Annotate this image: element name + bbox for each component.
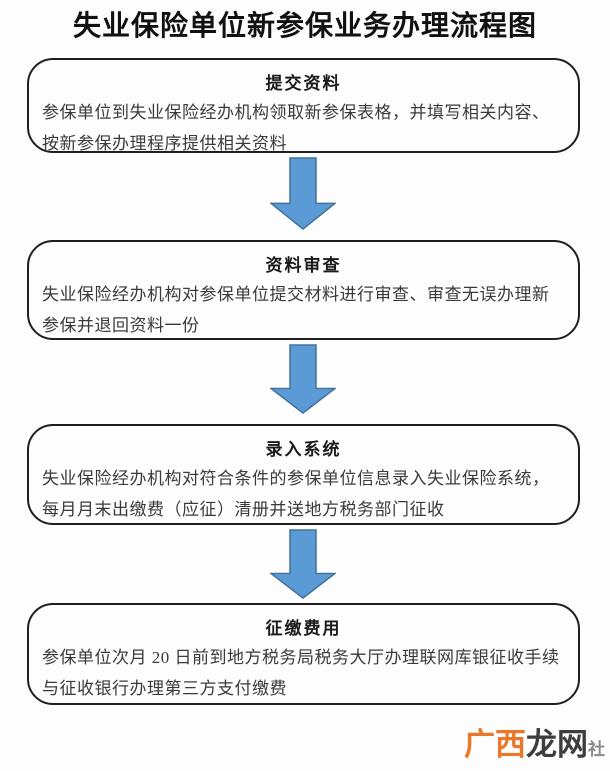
step-description: 参保单位次月 20 日前到地方税务局税务大厅办理联网库银征收手续与征收银行办理第… [42, 648, 560, 698]
step-title: 资料审查 [265, 256, 342, 275]
step-title: 征缴费用 [265, 619, 342, 638]
flow-step-submit-materials: 提交资料 参保单位到失业保险经办机构领取新参保表格，并填写相关内容、按新参保办理… [27, 58, 580, 153]
down-arrow-shape [270, 529, 336, 599]
watermark-logo: 广西龙网社 [464, 727, 605, 769]
flow-step-material-review: 资料审查 失业保险经办机构对参保单位提交材料进行审查、审查无误办理新参保并退回资… [27, 240, 580, 340]
watermark-text-dark: 龙网 [526, 727, 588, 762]
flow-step-fee-collection: 征缴费用 参保单位次月 20 日前到地方税务局税务大厅办理联网库银征收手续与征收… [27, 603, 580, 705]
down-arrow-icon [270, 529, 336, 599]
down-arrow-icon [270, 157, 336, 230]
step-description: 失业保险经办机构对符合条件的参保单位信息录入失业保险系统，每月月末出缴费（应征）… [42, 469, 550, 519]
down-arrow-shape [270, 344, 336, 414]
watermark-text-small: 社 [588, 740, 605, 759]
watermark-text-orange: 广西 [464, 727, 526, 762]
step-title: 录入系统 [265, 440, 342, 459]
step-description: 参保单位到失业保险经办机构领取新参保表格，并填写相关内容、按新参保办理程序提供相… [42, 103, 550, 153]
step-title: 提交资料 [265, 74, 342, 93]
down-arrow-shape [270, 157, 336, 230]
down-arrow-icon [270, 344, 336, 414]
step-description: 失业保险经办机构对参保单位提交材料进行审查、审查无误办理新参保并退回资料一份 [42, 285, 550, 335]
page-title: 失业保险单位新参保业务办理流程图 [72, 11, 537, 42]
flow-step-system-entry: 录入系统 失业保险经办机构对符合条件的参保单位信息录入失业保险系统，每月月末出缴… [27, 424, 580, 525]
